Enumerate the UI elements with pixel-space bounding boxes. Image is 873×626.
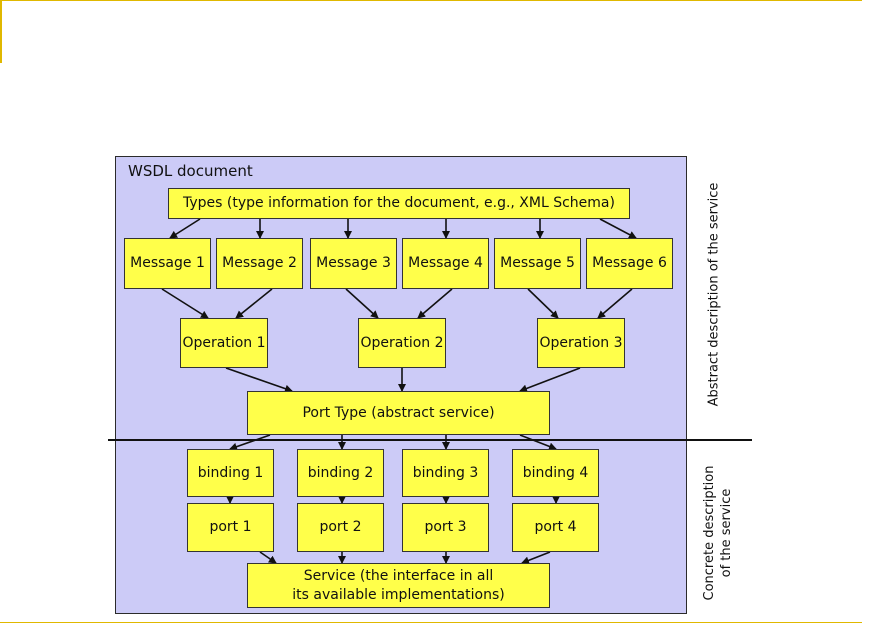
message-label: Message 5 — [500, 255, 575, 271]
message-label: Message 2 — [222, 255, 297, 271]
message-box-5: Message 5 — [494, 238, 581, 289]
port-box-1: port 1 — [187, 503, 274, 552]
message-box-1: Message 1 — [124, 238, 211, 289]
binding-box-4: binding 4 — [512, 449, 599, 497]
port-label: port 3 — [424, 519, 467, 535]
operation-box-1: Operation 1 — [180, 318, 268, 368]
service-label-line2: its available implementations) — [292, 586, 505, 603]
concrete-description-label: Concrete description of the service — [702, 465, 734, 601]
message-label: Message 1 — [130, 255, 205, 271]
slide-bottom-border — [0, 622, 862, 623]
abstract-concrete-divider — [108, 439, 752, 441]
slide-left-border — [0, 0, 2, 63]
port-label: port 1 — [209, 519, 252, 535]
binding-label: binding 2 — [307, 464, 374, 481]
port-box-2: port 2 — [297, 503, 384, 552]
message-box-6: Message 6 — [586, 238, 673, 289]
message-label: Message 3 — [316, 255, 391, 271]
service-label-line1: Service (the interface in all — [303, 567, 494, 584]
message-box-2: Message 2 — [216, 238, 303, 289]
wsdl-document-label: WSDL document — [128, 162, 253, 180]
port-box-4: port 4 — [512, 503, 599, 552]
service-box: Service (the interface in all its availa… — [247, 563, 550, 608]
port-label: port 2 — [319, 519, 362, 535]
message-label: Message 6 — [592, 255, 667, 271]
port-type-label: Port Type (abstract service) — [302, 404, 495, 421]
types-label: Types (type information for the document… — [183, 195, 615, 211]
binding-box-1: binding 1 — [187, 449, 274, 497]
operation-box-3: Operation 3 — [537, 318, 625, 368]
operation-label: Operation 1 — [182, 334, 266, 351]
operation-label: Operation 3 — [539, 334, 623, 351]
port-type-box: Port Type (abstract service) — [247, 391, 550, 435]
binding-box-3: binding 3 — [402, 449, 489, 497]
abstract-description-label: Abstract description of the service — [706, 182, 722, 407]
operation-label: Operation 2 — [360, 334, 444, 351]
binding-label: binding 3 — [412, 464, 479, 481]
binding-label: binding 4 — [522, 464, 589, 481]
port-label: port 4 — [534, 519, 577, 535]
slide-top-border — [0, 0, 862, 1]
binding-label: binding 1 — [197, 464, 264, 481]
message-box-3: Message 3 — [310, 238, 397, 289]
types-box: Types (type information for the document… — [168, 188, 630, 219]
port-box-3: port 3 — [402, 503, 489, 552]
binding-box-2: binding 2 — [297, 449, 384, 497]
operation-box-2: Operation 2 — [358, 318, 446, 368]
message-label: Message 4 — [408, 255, 483, 271]
message-box-4: Message 4 — [402, 238, 489, 289]
